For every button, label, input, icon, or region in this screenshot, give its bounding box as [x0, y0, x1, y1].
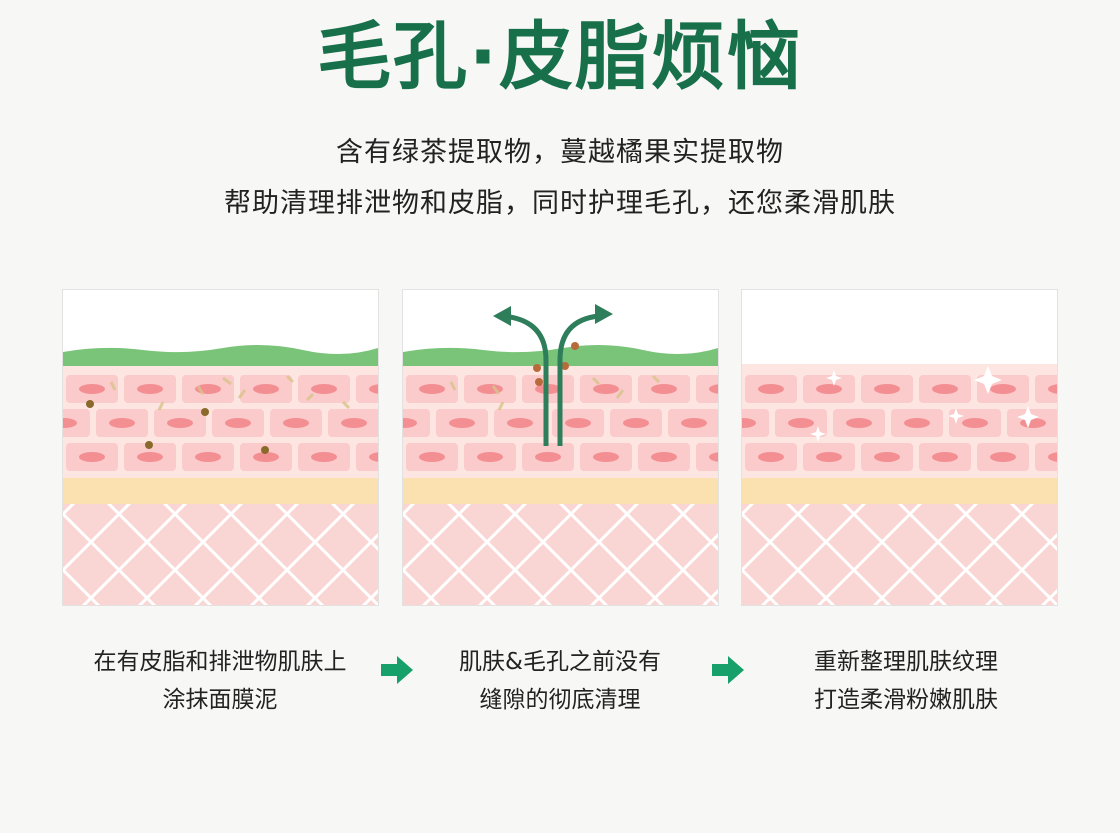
- subtitle-line-1: 含有绿茶提取物，蔓越橘果实提取物: [336, 137, 784, 168]
- next-step-arrow-icon: [381, 656, 413, 684]
- step-1-caption: 在有皮脂和排泄物肌肤上 涂抹面膜泥: [60, 643, 380, 719]
- step-3-line-1: 重新整理肌肤纹理: [814, 649, 998, 675]
- skin-illustration-cleansing: [402, 289, 719, 606]
- step-2-line-1: 肌肤&毛孔之前没有: [459, 649, 661, 675]
- step-3-line-2: 打造柔滑粉嫩肌肤: [814, 687, 998, 713]
- next-step-arrow-icon: [712, 656, 744, 684]
- step-1-line-2: 涂抹面膜泥: [162, 687, 278, 713]
- step-3-caption: 重新整理肌肤纹理 打造柔滑粉嫩肌肤: [746, 643, 1066, 719]
- skin-illustration-before: [62, 289, 379, 606]
- page-title: 毛孔·皮脂烦恼: [316, 14, 804, 100]
- step-2-caption: 肌肤&毛孔之前没有 缝隙的彻底清理: [400, 643, 720, 719]
- step-1-line-1: 在有皮脂和排泄物肌肤上: [93, 649, 347, 675]
- step-2-line-2: 缝隙的彻底清理: [479, 687, 641, 713]
- skin-illustration-after: [741, 289, 1058, 606]
- subtitle-line-2: 帮助清理排泄物和皮脂，同时护理毛孔，还您柔滑肌肤: [224, 188, 896, 219]
